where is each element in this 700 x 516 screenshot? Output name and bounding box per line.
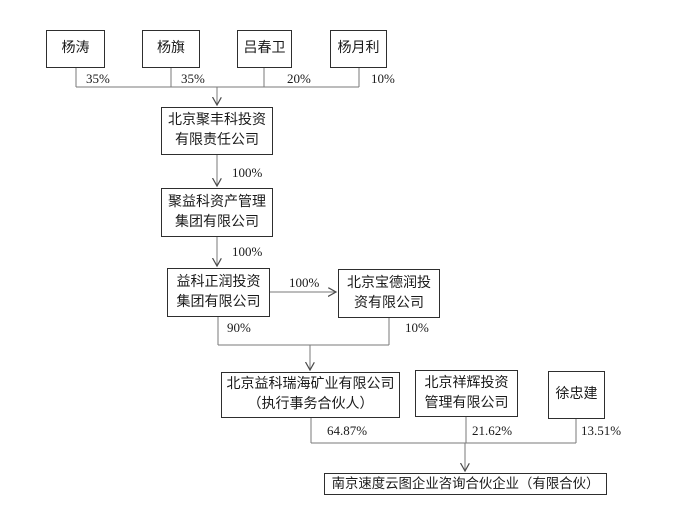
edge-label-xuzhongjian-suduyuntu: 13.51%: [581, 423, 622, 438]
node-label: 聚益科资产管理: [168, 194, 266, 210]
node-label: 杨月利: [337, 41, 380, 56]
node-label: 徐忠建: [555, 387, 598, 402]
edge-label-juyike-zhengrun: 100%: [232, 244, 263, 259]
connector-to-suduyuntu: [310, 417, 577, 471]
node-zhengrun: 益科正润投资 集团有限公司: [167, 268, 270, 317]
node-jufengke: 北京聚丰科投资 有限责任公司: [161, 107, 273, 155]
edge-label-zhengrun-ruihai: 90%: [227, 320, 251, 335]
node-label: 管理有限公司: [424, 395, 509, 411]
edge-label-baoderun-ruihai: 10%: [405, 320, 429, 335]
node-label: 北京祥辉投资: [424, 375, 509, 391]
node-label: 集团有限公司: [175, 214, 259, 230]
node-ruihai: 北京益科瑞海矿业有限公司 （执行事务合伙人）: [221, 372, 400, 418]
node-label: 北京聚丰科投资: [168, 113, 266, 128]
node-xianghui: 北京祥辉投资 管理有限公司: [415, 370, 518, 417]
node-label: 益科正润投资: [176, 274, 261, 290]
edge-label-xianghui-suduyuntu: 21.62%: [472, 423, 513, 438]
node-yangqi: 杨旗: [142, 30, 200, 68]
node-label: 北京益科瑞海矿业有限公司: [226, 377, 395, 392]
edge-label-lvchunwei: 20%: [287, 71, 311, 86]
node-baoderun: 北京宝德润投 资有限公司: [338, 269, 440, 318]
node-label: （执行事务合伙人）: [247, 397, 374, 412]
edge-label-yangqi: 35%: [181, 71, 205, 86]
connector-to-ruihai: [217, 317, 390, 370]
node-juyike: 聚益科资产管理 集团有限公司: [161, 188, 273, 237]
edge-label-yangyueli: 10%: [371, 71, 395, 86]
node-xuzhongjian: 徐忠建: [548, 371, 605, 419]
node-suduyuntu: 南京速度云图企业咨询合伙企业（有限合伙）: [324, 473, 607, 495]
node-label: 北京宝德润投: [347, 275, 431, 291]
node-label: 集团有限公司: [176, 294, 261, 310]
node-lvchunwei: 吕春卫: [237, 30, 292, 68]
edge-label-zhengrun-baoderun: 100%: [289, 275, 320, 290]
node-label: 有限责任公司: [175, 133, 259, 148]
node-label: 南京速度云图企业咨询合伙企业（有限合伙）: [331, 476, 600, 491]
edge-label-yangtao: 35%: [86, 71, 110, 86]
node-label: 资有限公司: [354, 295, 424, 311]
edge-label-ruihai-suduyuntu: 64.87%: [327, 423, 368, 438]
node-yangtao: 杨涛: [46, 30, 105, 68]
node-label: 杨涛: [61, 41, 90, 56]
connector-owners-to-jufengke: [75, 68, 360, 105]
node-yangyueli: 杨月利: [330, 30, 387, 68]
node-label: 杨旗: [157, 41, 185, 56]
node-label: 吕春卫: [243, 41, 286, 56]
edge-label-jufengke-juyike: 100%: [232, 165, 263, 180]
